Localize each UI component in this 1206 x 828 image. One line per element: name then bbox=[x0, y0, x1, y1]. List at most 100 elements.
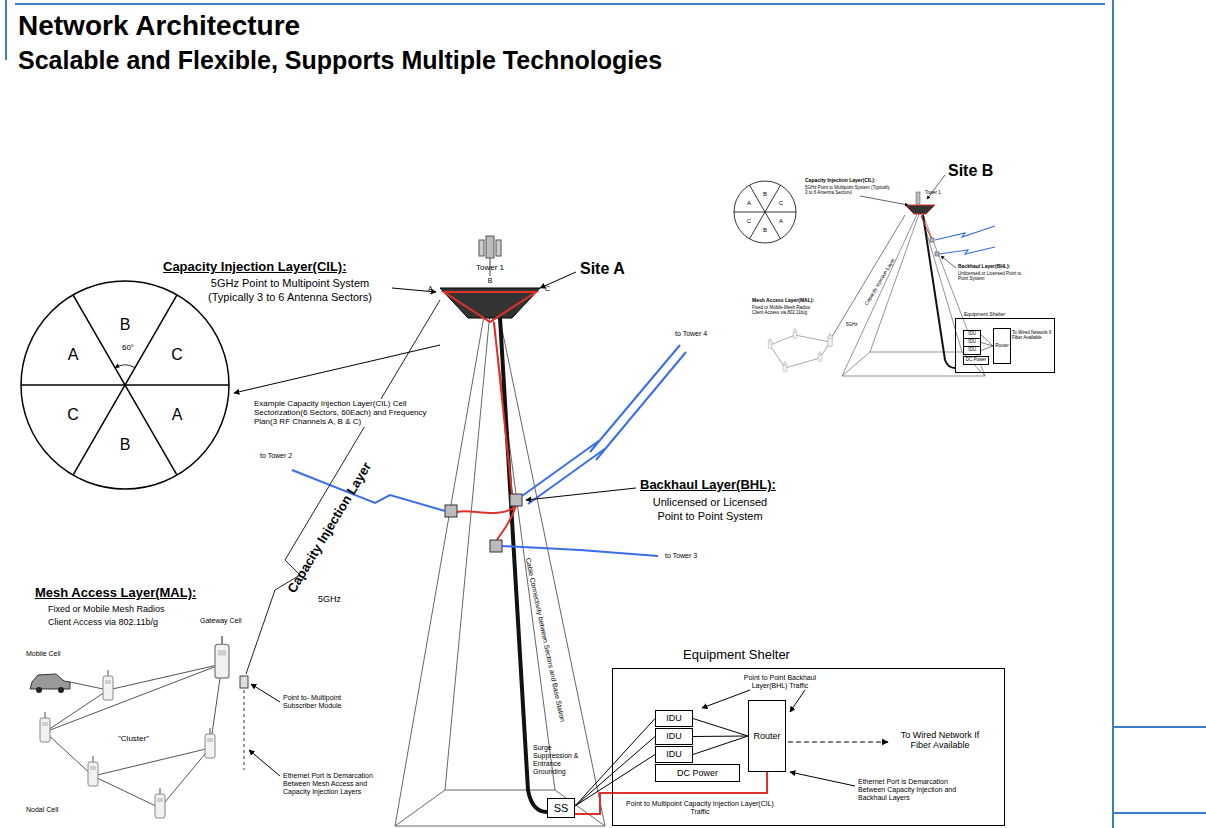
layer-heading: Backhaul Layer(BHL): bbox=[640, 478, 776, 493]
equipment-cable bbox=[693, 719, 748, 737]
sector-outline bbox=[20, 280, 230, 490]
box-label: IDU bbox=[968, 332, 976, 337]
sector-outline bbox=[733, 180, 797, 244]
cell-label: Nodal Cell bbox=[26, 806, 58, 814]
slide-subtitle: Scalable and Flexible, Supports Multiple… bbox=[18, 46, 662, 75]
layer-description: 5GHz Point to Multipoint System bbox=[185, 277, 395, 290]
layer-description: 5GHz Point to Multipoint System (Typical… bbox=[805, 185, 890, 195]
equipment-cable bbox=[981, 343, 993, 347]
tower-structure bbox=[395, 310, 605, 826]
traffic-label: Point to Multipoint Capacity Injection L… bbox=[625, 800, 775, 816]
traffic-label: Point to Point Backhaul Layer(BHL) Traff… bbox=[735, 674, 825, 690]
layer-description: Fixed or Mobile Mesh Radios Client Acces… bbox=[752, 305, 822, 315]
sector-circle bbox=[734, 181, 796, 243]
box-label: DC Power bbox=[966, 358, 987, 363]
angle-arc bbox=[115, 365, 135, 368]
sector-letter: B bbox=[120, 437, 131, 453]
sector-divider bbox=[750, 185, 781, 239]
equipment-cable bbox=[693, 736, 748, 755]
surge-suppressor-box: SS bbox=[547, 798, 575, 818]
callout-note: Point to- Multipoint Subscriber Module bbox=[283, 694, 355, 710]
link-label: Capacity Injection Layer bbox=[864, 258, 896, 307]
cable-label: Cable Connectivity between Sectors and B… bbox=[524, 557, 567, 723]
callout-note: Ethernet Port is Demarcation Between Cap… bbox=[858, 778, 973, 802]
callout-note: To Wired Network If Fiber Available bbox=[1012, 330, 1052, 340]
layer-description: Fixed or Mobile Mesh Radios bbox=[48, 604, 165, 614]
sector-letter: B bbox=[763, 191, 767, 197]
equipment-shelter: Equipment ShelterIDUIDUIDUDC PowerRouter bbox=[612, 668, 1005, 826]
box-label: IDU bbox=[666, 750, 682, 759]
layer-description: (Typically 3 to 6 Antenna Sectors) bbox=[185, 291, 395, 304]
equipment-cable bbox=[575, 755, 655, 807]
fiber-link bbox=[788, 741, 888, 742]
frequency-label: 5GHz bbox=[318, 594, 341, 604]
callout-note: Surge Suppression & Entrance Grounding bbox=[533, 744, 583, 776]
sector-letter: C bbox=[171, 347, 183, 363]
layer-heading: Capacity Injection Layer(CIL): bbox=[163, 260, 346, 275]
layer-heading: Backhaul Layer(BHL): bbox=[958, 264, 1010, 270]
leader-arrow bbox=[234, 272, 855, 786]
equipment-cable bbox=[981, 346, 993, 351]
layer-heading: Mesh Access Layer(MAL): bbox=[35, 586, 196, 601]
tower-name: Tower 1 bbox=[476, 263, 504, 272]
sector-letter: B bbox=[763, 227, 767, 233]
mesh-radio bbox=[768, 328, 832, 372]
layer-description: Unlicensed or Licensed bbox=[625, 496, 795, 509]
link-destination: to Tower 4 bbox=[675, 330, 707, 338]
sector-letter: A bbox=[172, 407, 183, 423]
callout-note: Ethernet Port is Demarcation Between Mes… bbox=[283, 772, 393, 796]
sector-letter: A bbox=[68, 347, 79, 363]
slide-frame bbox=[6, 0, 1206, 828]
idu-box: IDU bbox=[655, 728, 693, 745]
router-box: Router bbox=[748, 700, 786, 772]
link-label: Capacity Injection Layer bbox=[285, 460, 375, 596]
sector-letter: C bbox=[545, 285, 550, 293]
sector-letter: B bbox=[488, 277, 493, 285]
mesh-radio bbox=[40, 636, 229, 818]
sector-circle bbox=[21, 281, 229, 489]
link-destination: to Tower 2 bbox=[260, 452, 292, 460]
box-label: Router bbox=[995, 344, 1009, 349]
sector-letter: C bbox=[779, 200, 783, 206]
box-label: IDU bbox=[666, 732, 682, 741]
layer-description: Unlicensed or Licensed Point to Point Sy… bbox=[958, 271, 1028, 281]
sector-diagram: ABCCBA bbox=[733, 180, 797, 244]
equipment-cable bbox=[575, 737, 655, 807]
idu-box: IDU bbox=[963, 346, 981, 355]
tower-name: Tower 1 bbox=[925, 190, 941, 195]
layer-description: Point to Point System bbox=[625, 510, 795, 523]
subscriber-module bbox=[240, 676, 248, 770]
sector-divider bbox=[750, 185, 781, 239]
layer-heading: Capacity Injection Layer(CIL): bbox=[805, 178, 876, 184]
box-label: SS bbox=[554, 803, 569, 814]
dc-power-box: DC Power bbox=[963, 356, 989, 365]
sector-plan-note: Example Capacity Injection Layer(CIL) Ce… bbox=[252, 399, 436, 427]
idu-box: IDU bbox=[655, 710, 693, 727]
callout-note: To Wired Network If Fiber Available bbox=[890, 730, 990, 751]
mesh-link bbox=[45, 664, 222, 808]
sector-divider bbox=[73, 295, 177, 475]
sector-letter: 60° bbox=[122, 344, 134, 352]
tower-antenna bbox=[905, 192, 935, 214]
mobile-mesh-car bbox=[30, 674, 70, 693]
sector-divider bbox=[73, 295, 177, 475]
sector-letter: C bbox=[747, 218, 751, 224]
sector-letter: A bbox=[428, 285, 433, 293]
backhaul-link bbox=[935, 226, 995, 254]
site-name: Site A bbox=[580, 260, 625, 278]
equipment-cable bbox=[693, 736, 748, 738]
sector-letter: C bbox=[67, 407, 79, 423]
cell-label: Mobile Cell bbox=[26, 650, 61, 658]
link-destination: to Tower 3 bbox=[665, 552, 697, 560]
frequency-label: 5GHz bbox=[846, 322, 858, 327]
site-name: Site B bbox=[948, 162, 993, 180]
backhaul-radio bbox=[930, 238, 939, 256]
equipment-shelter: Equipment ShelterIDUIDUIDUDC PowerRouter bbox=[955, 318, 1055, 373]
base-station-cable bbox=[921, 215, 955, 368]
backhaul-radio bbox=[445, 494, 522, 552]
dc-power-box: DC Power bbox=[655, 764, 740, 782]
layer-heading: Mesh Access Layer(MAL): bbox=[752, 298, 814, 304]
cell-label: Gateway Cell bbox=[200, 617, 242, 625]
sector-antenna-platform bbox=[440, 288, 540, 322]
box-label: IDU bbox=[968, 348, 976, 353]
